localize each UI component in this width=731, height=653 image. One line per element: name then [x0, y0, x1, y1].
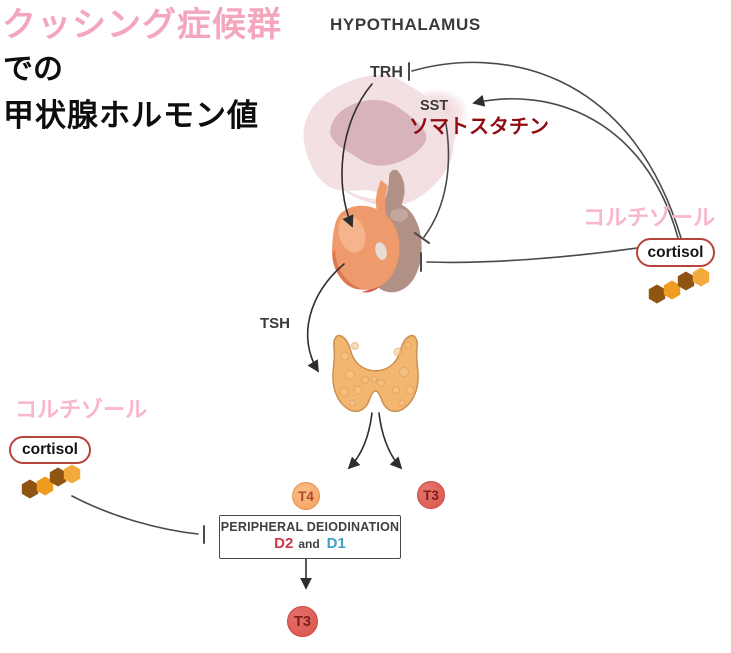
inhibit-sst-to-pituitary	[414, 123, 450, 244]
and-label: and	[298, 537, 320, 551]
cortisol-jp-label-left: コルチゾール	[15, 397, 148, 422]
hypothalamus-inner-blob	[330, 99, 427, 166]
deiodination-title: PERIPHERAL DEIODINATION	[220, 520, 400, 534]
title-line-1: クッシング症候群	[2, 6, 282, 44]
somatostatin-label: ソマトスタチン	[409, 116, 549, 138]
title-line-3: 甲状腺ホルモン値	[3, 98, 259, 133]
cortisol-molecule-left	[21, 464, 81, 499]
inhibit-cortisol-to-trh	[408, 61, 682, 239]
hypothalamus-illustration	[303, 74, 470, 207]
trh-label: TRH	[370, 64, 403, 81]
inhibit-cortisol-to-pituitary	[420, 247, 638, 272]
hypothalamus-label: HYPOTHALAMUS	[330, 15, 481, 34]
t3-lower-badge: T3	[287, 606, 318, 637]
t4-badge: T4	[292, 482, 320, 510]
arrow-thyroid-to-t3	[378, 412, 403, 470]
arrow-trh-to-pituitary	[341, 83, 373, 228]
posterior-lobe-white-highlight	[375, 242, 387, 260]
arrow-tsh-to-thyroid	[306, 263, 345, 373]
deiodination-box: PERIPHERAL DEIODINATION D2 and D1	[219, 515, 401, 559]
thyroid-illustration	[332, 334, 419, 413]
d1-label: D1	[326, 535, 346, 552]
cortisol-pill-right: cortisol	[636, 238, 715, 267]
cortisol-molecule-right	[648, 267, 710, 304]
deiodination-enzymes: D2 and D1	[220, 535, 400, 552]
title-line-2: での	[3, 53, 63, 86]
inhibit-cortisol-to-deiodination	[71, 495, 205, 544]
hypothalamus-funnel	[340, 136, 454, 207]
thyroid-texture	[339, 341, 415, 407]
arrow-cortisol-to-sst	[472, 94, 679, 239]
cortisol-jp-label-right: コルチゾール	[583, 205, 716, 230]
posterior-lobe-top-light	[390, 208, 408, 222]
d2-label: D2	[274, 535, 294, 552]
arrow-thyroid-to-t4	[347, 412, 373, 470]
sst-label: SST	[420, 98, 449, 114]
cortisol-pill-left: cortisol	[9, 436, 91, 464]
t3-upper-badge: T3	[417, 481, 445, 509]
tsh-label: TSH	[260, 315, 290, 332]
